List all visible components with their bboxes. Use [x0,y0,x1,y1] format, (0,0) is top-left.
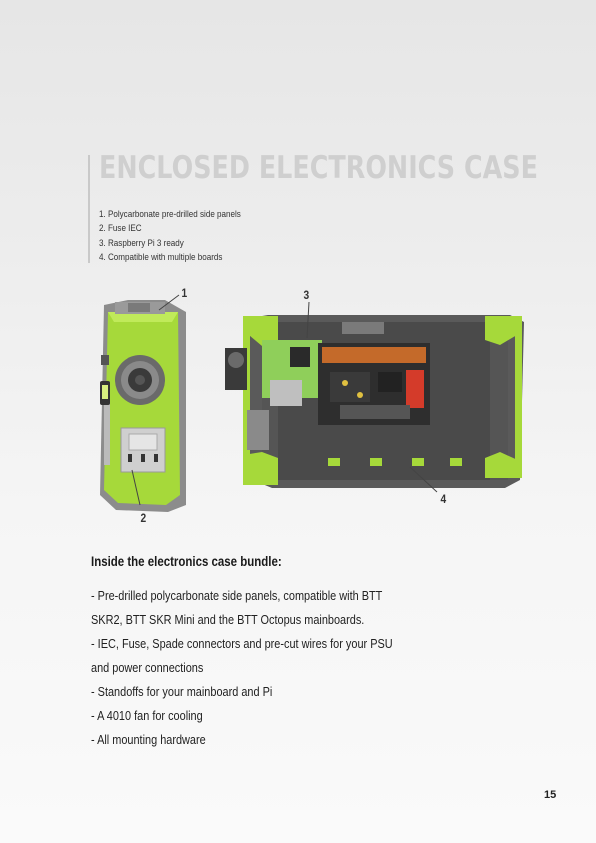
bundle-line: - A 4010 fan for cooling [91,708,203,723]
feature-item: 3. Raspberry Pi 3 ready [99,237,184,249]
bundle-line: - Pre-drilled polycarbonate side panels,… [91,588,383,603]
bundle-line: - All mounting hardware [91,732,206,747]
feature-item: 2. Fuse IEC [99,223,142,235]
bundle-line: - IEC, Fuse, Spade connectors and pre-cu… [91,636,393,651]
feature-list: 1. Polycarbonate pre-drilled side panels… [99,208,266,265]
feature-item: 1. Polycarbonate pre-drilled side panels [99,209,241,220]
callout-4: 4 [440,492,447,506]
title-accent-bar [88,155,90,263]
callout-leader-lines [131,294,438,506]
case-end-view [100,300,186,512]
bundle-line: and power connections [91,660,204,675]
callout-1: 1 [181,286,188,300]
page-title: ENCLOSED ELECTRONICS CASE [99,150,538,186]
callout-2: 2 [140,511,147,525]
page-number: 15 [544,789,557,801]
case-top-view [225,315,524,488]
feature-item: 4. Compatible with multiple boards [99,251,223,263]
bundle-line: - Standoffs for your mainboard and Pi [91,684,273,699]
bundle-list: - Pre-drilled polycarbonate side panels,… [91,584,450,752]
callout-3: 3 [303,288,310,302]
bundle-heading: Inside the electronics case bundle: [91,554,282,569]
bundle-line: SKR2, BTT SKR Mini and the BTT Octopus m… [91,612,365,627]
